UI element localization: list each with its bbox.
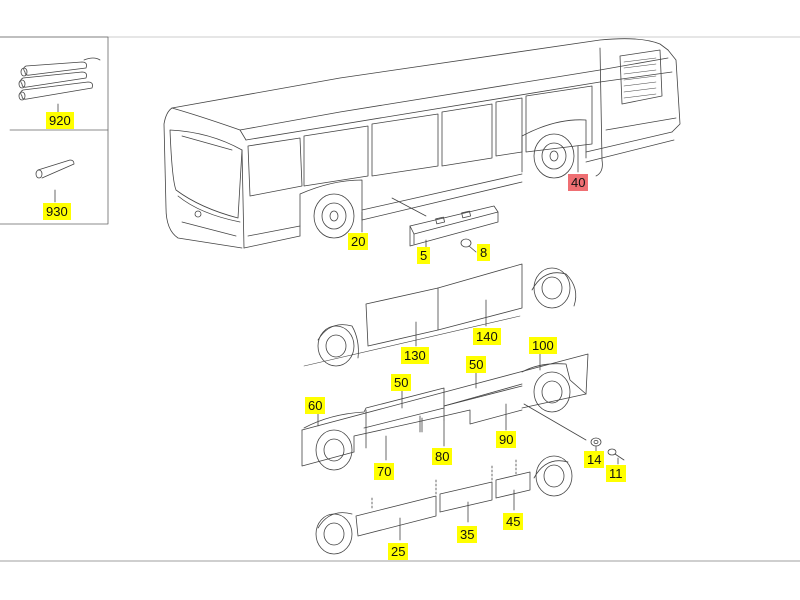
callout-11[interactable]: 11: [606, 465, 626, 482]
callout-100[interactable]: 100: [529, 337, 557, 354]
part-8-drawing: [460, 238, 477, 253]
callout-70[interactable]: 70: [374, 463, 395, 480]
callout-45[interactable]: 45: [503, 513, 524, 530]
callout-90[interactable]: 90: [496, 431, 517, 448]
callout-50-left[interactable]: 50: [391, 374, 412, 391]
panel-group-lower: [315, 455, 573, 555]
callout-14[interactable]: 14: [584, 451, 605, 468]
callout-5[interactable]: 5: [417, 247, 431, 264]
callout-40-selected[interactable]: 40: [568, 174, 589, 191]
callout-930[interactable]: 930: [43, 203, 71, 220]
bus-drawing: [163, 38, 681, 249]
callout-50-right[interactable]: 50: [466, 356, 487, 373]
legend-box: [0, 36, 109, 225]
part-11-drawing: [607, 448, 625, 465]
panel-group-upper: [303, 263, 577, 367]
callout-20[interactable]: 20: [348, 233, 369, 250]
panel-group-middle: [301, 351, 589, 471]
part-930-drawing: [35, 159, 75, 203]
part-14-drawing: [590, 437, 602, 453]
callout-8[interactable]: 8: [477, 244, 491, 261]
callout-80[interactable]: 80: [432, 448, 453, 465]
callout-35[interactable]: 35: [457, 526, 478, 543]
callout-130[interactable]: 130: [401, 347, 429, 364]
part-920-drawing: [18, 57, 101, 113]
callout-140[interactable]: 140: [473, 328, 501, 345]
callout-920[interactable]: 920: [46, 112, 74, 129]
callout-25[interactable]: 25: [388, 543, 409, 560]
callout-60[interactable]: 60: [305, 397, 326, 414]
